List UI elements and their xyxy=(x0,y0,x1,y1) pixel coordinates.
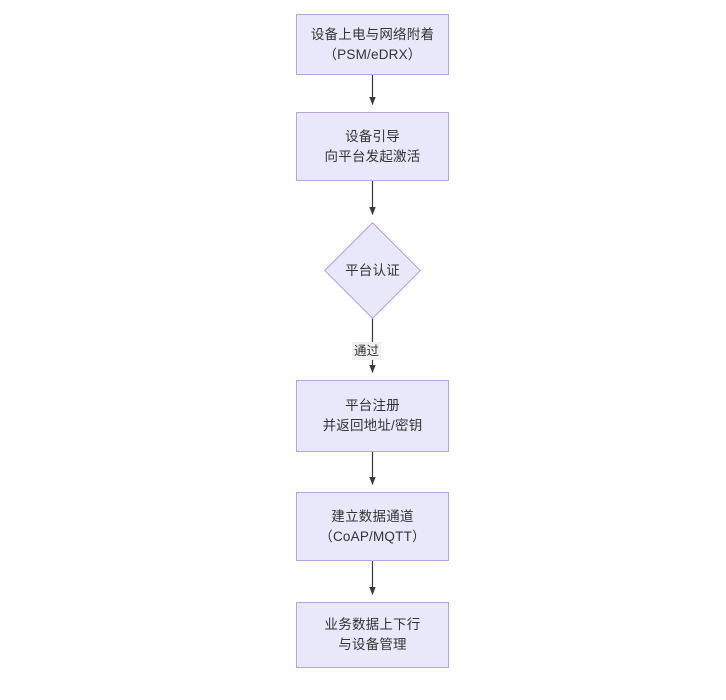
node-label: 业务数据上下行 与设备管理 xyxy=(324,617,421,652)
node-device-bootstrap[interactable]: 设备引导 向平台发起激活 xyxy=(296,112,449,181)
node-label: 设备引导 向平台发起激活 xyxy=(324,128,421,164)
node-label: 设备上电与网络附着 （PSM/eDRX） xyxy=(310,26,435,62)
node-label: 平台注册 并返回地址/密钥 xyxy=(322,398,423,433)
diamond-shape-icon xyxy=(324,222,421,319)
node-device-power-on[interactable]: 设备上电与网络附着 （PSM/eDRX） xyxy=(296,14,449,75)
node-label: 平台认证 xyxy=(345,262,400,278)
node-label: 建立数据通道 （CoAP/MQTT） xyxy=(319,508,426,544)
edge-label-pass: 通过 xyxy=(352,342,382,360)
node-platform-auth-decision[interactable]: 平台认证 xyxy=(324,222,421,319)
node-establish-data-channel[interactable]: 建立数据通道 （CoAP/MQTT） xyxy=(296,492,449,561)
node-platform-register[interactable]: 平台注册 并返回地址/密钥 xyxy=(296,380,449,452)
node-business-data-and-device-mgmt[interactable]: 业务数据上下行 与设备管理 xyxy=(296,602,449,668)
